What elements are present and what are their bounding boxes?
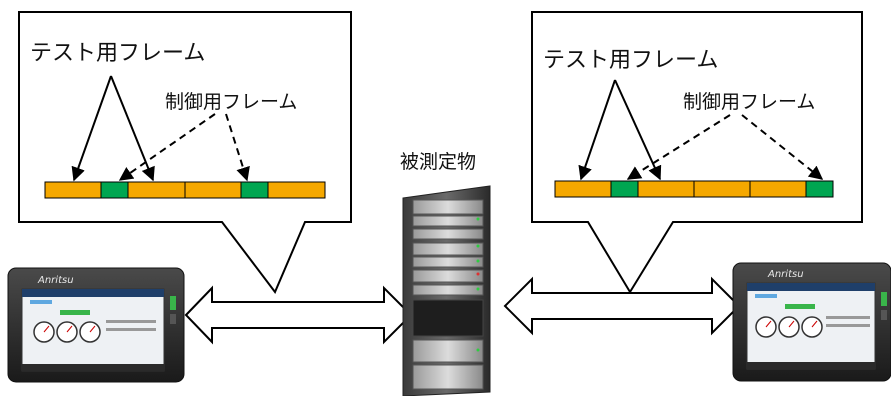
left-test-frame-1 <box>44 181 102 199</box>
right-tester-device-icon: Anritsu <box>732 262 891 382</box>
left-link-double-arrow <box>184 285 413 345</box>
right-control-frame-1 <box>610 180 639 198</box>
right-control-arrow-2 <box>741 114 824 180</box>
left-test-frame-4 <box>267 181 326 199</box>
left-test-arrow-1 <box>71 75 112 182</box>
left-control-frame-label: 制御用フレーム <box>165 91 297 113</box>
server-rack-icon <box>402 185 491 396</box>
left-control-frame-2 <box>240 181 269 199</box>
right-test-arrow-1 <box>578 79 616 181</box>
right-device-brand: Anritsu <box>767 269 804 280</box>
right-link-double-arrow <box>503 276 741 336</box>
right-control-frame-2 <box>805 180 834 198</box>
left-test-frame-2 <box>127 181 186 199</box>
left-control-frame-1 <box>100 181 129 199</box>
left-callout-bubble <box>18 11 352 294</box>
right-callout: テスト用フレーム 制御用フレーム <box>531 11 863 294</box>
right-frame-strip <box>554 180 834 198</box>
dut-label: 被測定物 <box>400 151 476 173</box>
right-control-arrow-1 <box>626 114 731 180</box>
right-test-frame-2 <box>637 180 695 198</box>
left-tester-device-icon: Anritsu <box>7 267 185 383</box>
left-callout: テスト用フレーム 制御用フレーム <box>18 11 352 294</box>
left-control-arrow-1 <box>118 113 216 181</box>
right-test-frame-label: テスト用フレーム <box>543 48 718 73</box>
left-frame-strip <box>44 181 326 199</box>
right-test-frame-1 <box>554 180 612 198</box>
right-test-frame-4 <box>749 180 807 198</box>
left-device-brand: Anritsu <box>37 275 74 286</box>
right-test-frame-3 <box>693 180 751 198</box>
left-test-frame-3 <box>184 181 242 199</box>
right-control-frame-label: 制御用フレーム <box>683 91 815 113</box>
left-test-frame-label: テスト用フレーム <box>30 41 205 66</box>
